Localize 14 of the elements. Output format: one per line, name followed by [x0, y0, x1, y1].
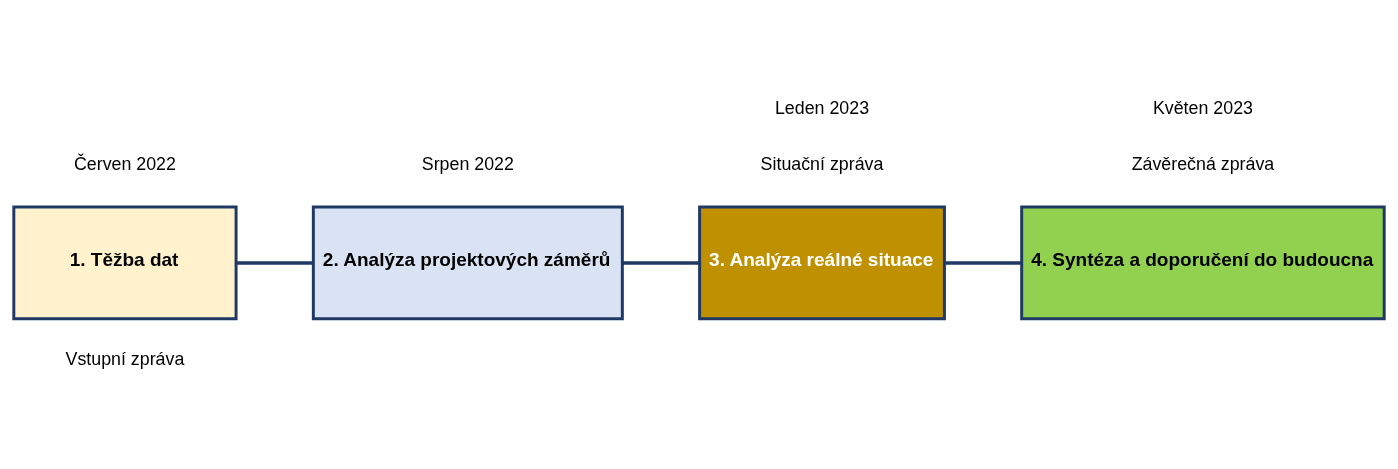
label: Situační zpráva: [760, 153, 884, 174]
connector: [236, 260, 314, 265]
label: Srpen 2022: [421, 153, 514, 174]
connector: [622, 260, 700, 265]
label: Závěrečná zpráva: [1131, 153, 1275, 174]
label: Červen 2022: [73, 153, 176, 174]
connector: [944, 260, 1022, 265]
node-box: 1. Těžba dat: [12, 205, 238, 320]
node-box: 3. Analýza reálné situace: [698, 205, 946, 320]
node-box: 4. Syntéza a doporučení do budoucna: [1020, 205, 1386, 320]
label: Květen 2023: [1152, 97, 1253, 118]
node-box: 2. Analýza projektových záměrů: [311, 205, 624, 320]
label: Vstupní zpráva: [65, 348, 185, 369]
label: Leden 2023: [774, 97, 870, 118]
